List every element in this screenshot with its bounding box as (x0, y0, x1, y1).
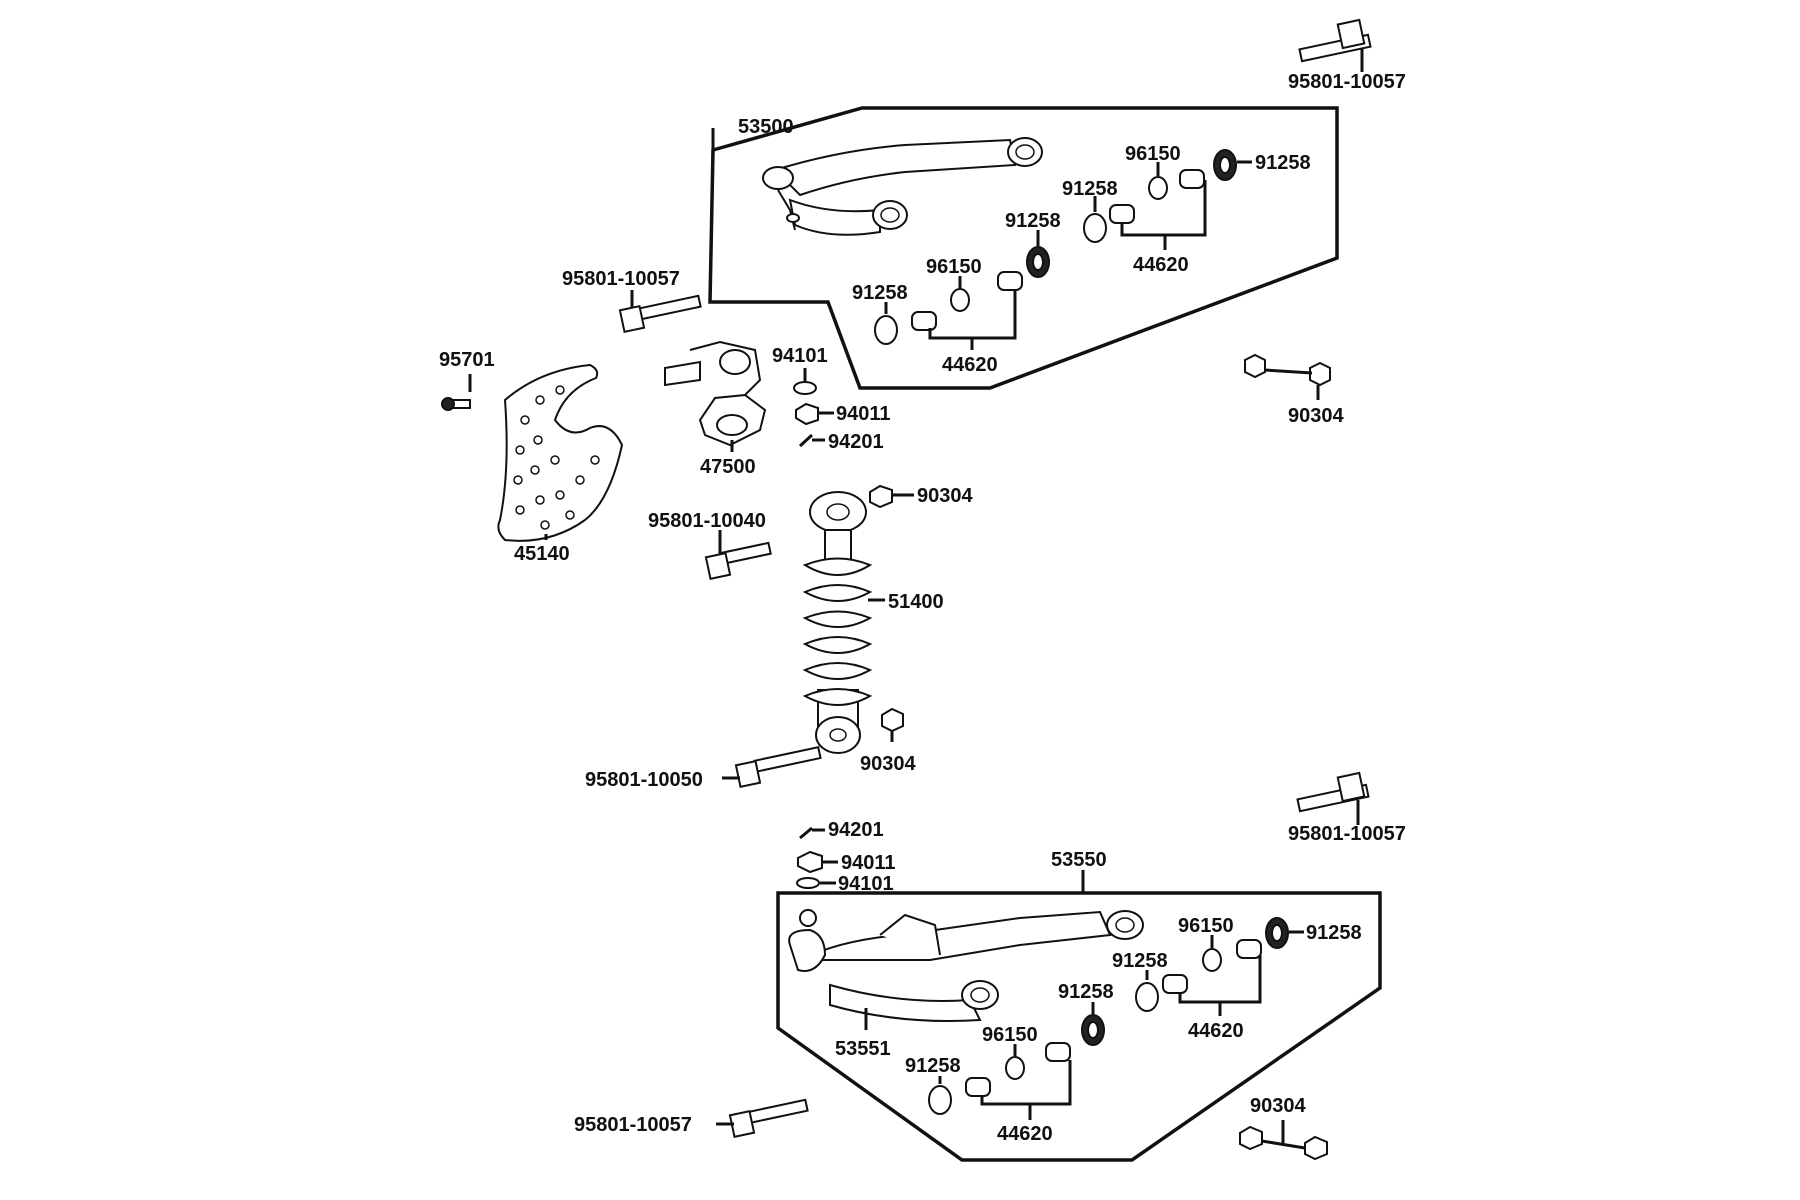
screw-95701-icon (441, 397, 471, 411)
label-90304-a: 90304 (1288, 405, 1344, 427)
bearing-96150-a-icon (1148, 176, 1168, 200)
washer-91258-d-icon (874, 315, 898, 345)
label-95801-10050: 95801-10050 (585, 769, 703, 791)
label-94101-a: 94101 (772, 345, 828, 367)
brake-disc-icon (497, 363, 624, 542)
label-44620-a: 44620 (1133, 254, 1189, 276)
label-91258-b: 91258 (1062, 178, 1118, 200)
pin-94201-b-icon (799, 826, 813, 840)
label-44620-d: 44620 (997, 1123, 1053, 1145)
label-94201-b: 94201 (828, 819, 884, 841)
label-53550: 53550 (1051, 849, 1107, 871)
upper-a-arm (762, 137, 1043, 236)
bushing-c2-icon (1162, 974, 1188, 994)
upper-arm-frame (708, 106, 1339, 390)
label-91258-a: 91258 (1255, 152, 1311, 174)
label-96150-c: 96150 (1178, 915, 1234, 937)
bushing-a2-icon (1109, 204, 1135, 224)
label-96150-d: 96150 (982, 1024, 1038, 1046)
steering-knuckle-icon (664, 340, 767, 447)
bushing-c1-icon (1236, 939, 1262, 959)
washer-91258-b-icon (1083, 213, 1107, 243)
bolt-95801-10057-mid-icon (618, 294, 702, 334)
label-47500: 47500 (700, 456, 756, 478)
washer-91258-h-icon (928, 1085, 952, 1115)
label-95801-10057-bottom: 95801-10057 (574, 1114, 692, 1136)
bushing-d2-icon (965, 1077, 991, 1097)
label-45140: 45140 (514, 543, 570, 565)
nut-90304-d-icon (1239, 1125, 1263, 1151)
label-91258-h: 91258 (905, 1055, 961, 1077)
label-90304-b: 90304 (917, 485, 973, 507)
lower-a-arm (788, 909, 1144, 1022)
bushing-b2-icon (911, 311, 937, 331)
label-94101-b: 94101 (838, 873, 894, 895)
label-91258-d: 91258 (852, 282, 908, 304)
label-95801-10057-top: 95801-10057 (1288, 71, 1406, 93)
label-94201-a: 94201 (828, 431, 884, 453)
pin-94201-a-icon (798, 433, 814, 448)
label-91258-c: 91258 (1005, 210, 1061, 232)
bushing-d1-icon (1045, 1042, 1071, 1062)
label-95801-10057-right: 95801-10057 (1288, 823, 1406, 845)
bolt-95801-10057-bottom-icon (728, 1098, 809, 1139)
label-96150-b: 96150 (926, 256, 982, 278)
shock-absorber-icon (802, 491, 873, 754)
label-53500: 53500 (738, 116, 794, 138)
label-91258-f: 91258 (1112, 950, 1168, 972)
bushing-a1-icon (1179, 169, 1205, 189)
label-95801-10057-mid: 95801-10057 (562, 268, 680, 290)
label-90304-c: 90304 (860, 753, 916, 775)
nut-90304-b-icon (869, 484, 893, 509)
bolt-95801-10057-top-icon (1298, 18, 1372, 63)
label-95801-10040: 95801-10040 (648, 510, 766, 532)
lower-arm-frame (776, 891, 1382, 1162)
label-91258-e: 91258 (1306, 922, 1362, 944)
label-94011-a: 94011 (836, 403, 891, 425)
label-95701: 95701 (439, 349, 495, 371)
washer-91258-f-icon (1135, 982, 1159, 1012)
bolt-95801-10050-icon (734, 746, 822, 789)
nut-90304-a-icon (1244, 353, 1266, 379)
bolt-95801-10040-icon (704, 541, 772, 581)
label-96150-a: 96150 (1125, 143, 1181, 165)
bushing-b1-icon (997, 271, 1023, 291)
label-53551: 53551 (835, 1038, 891, 1060)
label-44620-c: 44620 (1188, 1020, 1244, 1042)
label-51400: 51400 (888, 591, 944, 613)
label-90304-d: 90304 (1250, 1095, 1306, 1117)
bearing-96150-c-icon (1202, 948, 1222, 972)
bolt-95801-10057-right-icon (1296, 771, 1370, 813)
bearing-96150-d-icon (1005, 1056, 1025, 1080)
label-94011-b: 94011 (841, 852, 896, 874)
nut-94011-b-icon (797, 850, 823, 874)
nut-94011-a-icon (795, 402, 819, 426)
nut-90304-c-icon (881, 707, 904, 733)
washer-94101-a-icon (793, 381, 817, 395)
label-44620-b: 44620 (942, 354, 998, 376)
washer-94101-b-icon (796, 877, 820, 889)
label-91258-g: 91258 (1058, 981, 1114, 1003)
bearing-96150-b-icon (950, 288, 970, 312)
